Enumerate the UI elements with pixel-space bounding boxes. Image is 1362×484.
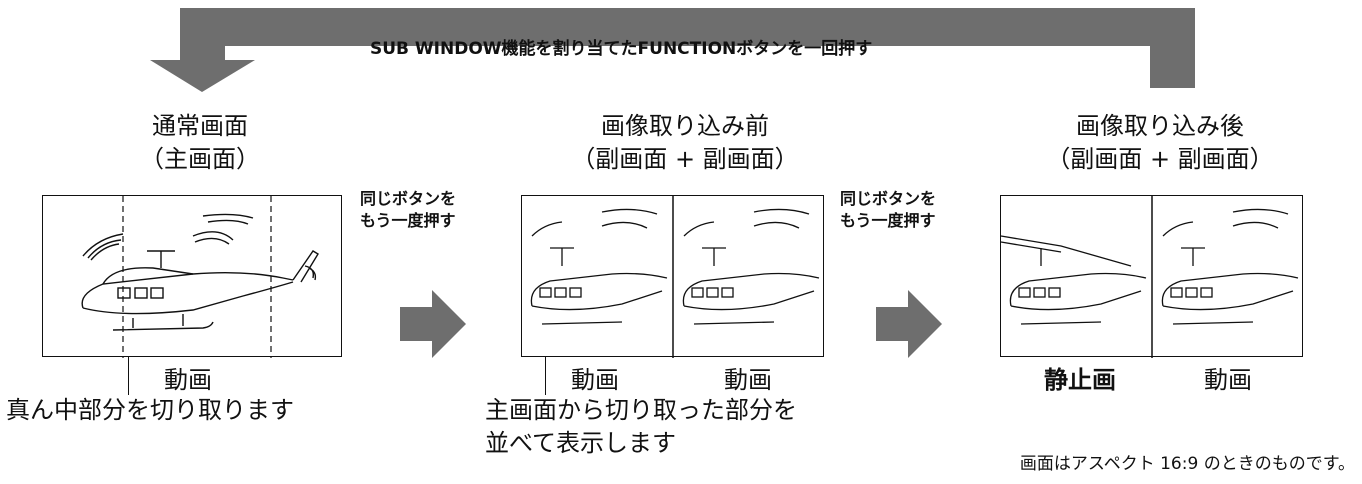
screen3-right-label: 動画 (1204, 366, 1252, 394)
screen1-title-line2: （主画面） (140, 145, 260, 173)
step-note-1-line2: もう一度押す (360, 211, 456, 230)
screen2-left-label: 動画 (571, 366, 619, 394)
screen2-title-line2: （副画面 + 副画面） (571, 145, 799, 173)
helicopter-illustration (81, 196, 319, 358)
return-arrow-left-stem (180, 8, 225, 63)
step-note-2-line1: 同じボタンを (840, 189, 937, 208)
return-arrow-right-bar (1150, 8, 1195, 88)
screen2-title-line1: 画像取り込み前 (601, 112, 769, 140)
screen2-right-label: 動画 (724, 366, 772, 394)
screen2-title: 画像取り込み前 （副画面 + 副画面） (540, 110, 830, 176)
step-note-1: 同じボタンを もう一度押す (360, 188, 510, 232)
side-by-side-callout-line1: 主画面から切り取った部分を (485, 396, 797, 424)
screen3-title: 画像取り込み後 （副画面 + 副画面） (1015, 110, 1305, 176)
before-capture-panel (521, 195, 824, 358)
step-note-2: 同じボタンを もう一度押す (840, 188, 990, 232)
top-instruction: SUB WINDOW機能を割り当てたFUNCTIONボタンを一回押す (370, 39, 873, 59)
side-by-side-callout-line2: 並べて表示します (485, 429, 677, 457)
screen1-title-line1: 通常画面 (152, 112, 248, 140)
return-arrow-top-bar (180, 8, 1195, 46)
screen1-title: 通常画面 （主画面） (110, 110, 290, 176)
screen1-below-label: 動画 (164, 366, 212, 394)
step-note-1-line1: 同じボタンを (360, 189, 457, 208)
crop-callout-line (128, 357, 129, 395)
screen3-title-line2: （副画面 + 副画面） (1046, 145, 1274, 173)
step-arrow-1-icon (400, 290, 466, 358)
after-capture-panel (1000, 195, 1303, 358)
step-note-2-line2: もう一度押す (840, 211, 936, 230)
screen3-left-label: 静止画 (1044, 366, 1116, 394)
screen3-title-line1: 画像取り込み後 (1076, 112, 1244, 140)
footnote: 画面はアスペクト 16:9 のときのものです。 (1019, 454, 1355, 474)
split-screen-still-illustration (1000, 196, 1299, 358)
side-by-side-callout-line (545, 357, 546, 395)
split-screen-illustration (530, 196, 820, 358)
step-arrow-2-icon (876, 290, 942, 358)
crop-callout: 真ん中部分を切り取ります (6, 396, 294, 424)
return-arrow-head-icon (150, 60, 255, 92)
main-screen-panel (42, 195, 342, 358)
side-by-side-callout: 主画面から切り取った部分を 並べて表示します (485, 394, 885, 460)
